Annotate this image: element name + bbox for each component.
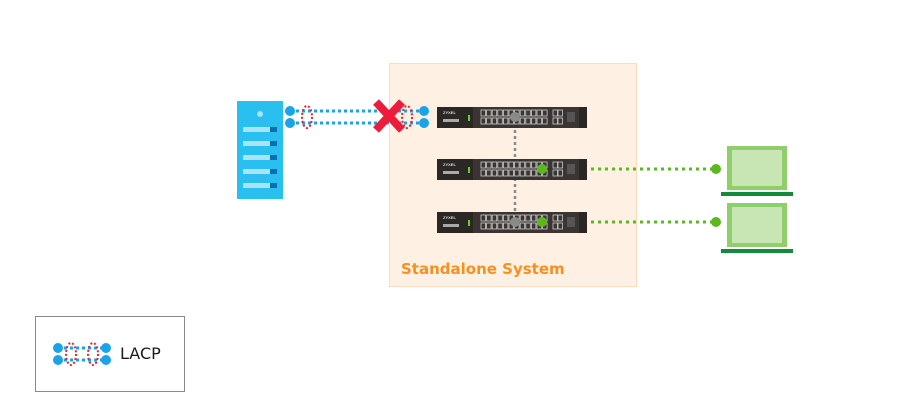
- svg-text:ZYXEL: ZYXEL: [443, 215, 456, 220]
- legend-box: [35, 316, 185, 392]
- ethernet-port-dot: [537, 217, 547, 227]
- red-x-icon: [373, 99, 405, 133]
- lacp-bundle-marker: [401, 105, 413, 129]
- stack-port-dot: [510, 217, 520, 227]
- switch-icon[interactable]: ZYXEL: [437, 159, 587, 180]
- lacp-link: [285, 105, 429, 129]
- lacp-bundle-marker: [301, 105, 313, 129]
- stack-port-dot: [510, 112, 520, 122]
- laptop-icon[interactable]: [721, 203, 793, 253]
- ethernet-port-dot: [537, 164, 547, 174]
- laptop-icon[interactable]: [721, 146, 793, 196]
- legend-label: LACP: [120, 344, 161, 363]
- standalone-system-label: Standalone System: [401, 260, 565, 278]
- server-icon[interactable]: [237, 101, 283, 199]
- svg-text:ZYXEL: ZYXEL: [443, 110, 456, 115]
- svg-text:ZYXEL: ZYXEL: [443, 162, 456, 167]
